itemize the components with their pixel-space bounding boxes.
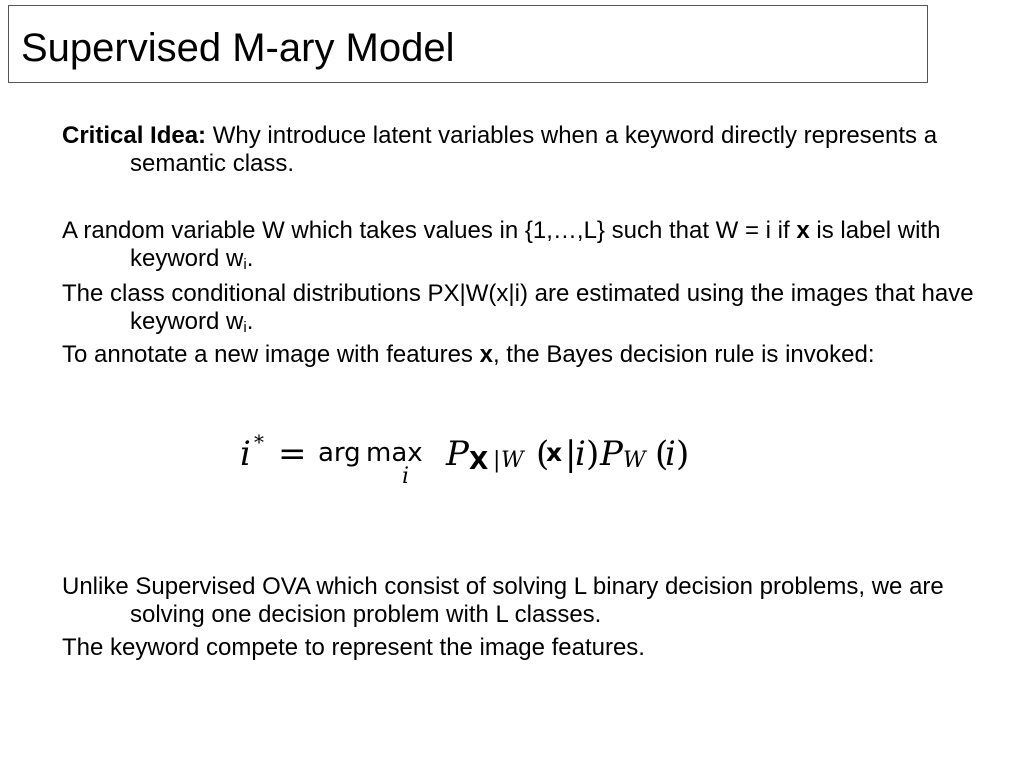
- random-variable-end: .: [246, 245, 254, 272]
- random-variable-subscript: i: [243, 256, 247, 273]
- formula-subscript-W: W: [501, 448, 524, 473]
- random-variable-paragraph: A random variable W which takes values i…: [62, 217, 992, 273]
- annotate-paragraph: To annotate a new image with features x,…: [62, 341, 992, 369]
- class-conditional-end: .: [246, 308, 254, 335]
- formula-subscript-bar: |: [493, 448, 501, 473]
- formula-rparen-2: ): [676, 434, 690, 474]
- unlike-ova-paragraph: Unlike Supervised OVA which consist of s…: [62, 573, 944, 628]
- random-variable-text-a: A random variable W which takes values i…: [62, 217, 797, 244]
- formula-i-1: i: [575, 434, 586, 474]
- title-box: Supervised M-ary Model: [8, 5, 928, 83]
- formula-max-subscript: i: [402, 464, 410, 489]
- formula-equals: =: [278, 434, 307, 474]
- formula-subscript-X: X: [469, 446, 489, 475]
- formula-subscript-W-2: W: [623, 448, 646, 473]
- formula-arg: arg: [318, 438, 361, 468]
- bayes-decision-formula: i * = arg max i P X | W ( x | i ) P W ( …: [240, 430, 710, 492]
- annotate-bold-x: x: [479, 341, 493, 368]
- slide-title: Supervised M-ary Model: [21, 26, 455, 70]
- random-variable-text-b: is label with keyword w: [130, 217, 941, 272]
- formula-star: *: [254, 430, 264, 454]
- class-conditional-paragraph: The class conditional distributions PX|W…: [62, 280, 992, 336]
- formula-max: max: [366, 438, 423, 468]
- formula-bar: |: [565, 434, 577, 474]
- formula-lparen-1: (: [536, 434, 550, 474]
- random-variable-bold-x: x: [796, 217, 810, 244]
- class-conditional-text: The class conditional distributions PX|W…: [62, 280, 974, 335]
- annotate-text-b: , the Bayes decision rule is invoked:: [492, 341, 875, 368]
- formula-lhs-i: i: [240, 434, 251, 474]
- formula-bold-x: x: [546, 438, 563, 467]
- formula-lparen-2: (: [655, 434, 669, 474]
- annotate-text-a: To annotate a new image with features: [62, 341, 480, 368]
- critical-idea-text: Why introduce latent variables when a ke…: [130, 122, 938, 177]
- formula-rparen-1: ): [586, 434, 600, 474]
- formula-P-xw: P: [446, 434, 469, 474]
- critical-idea-paragraph: Critical Idea: Why introduce latent vari…: [62, 122, 992, 178]
- keyword-compete-paragraph: The keyword compete to represent the ima…: [62, 634, 645, 661]
- formula-P-w: P: [600, 434, 623, 474]
- formula-i-2: i: [665, 434, 676, 474]
- critical-idea-label: Critical Idea:: [62, 122, 207, 149]
- class-conditional-subscript: i: [243, 319, 247, 336]
